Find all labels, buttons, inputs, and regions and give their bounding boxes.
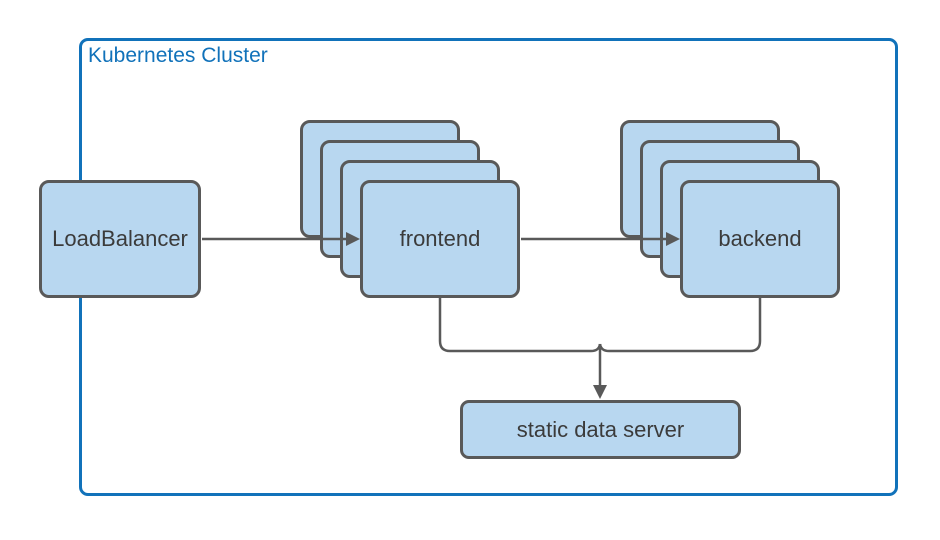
node-backend-label: backend xyxy=(718,226,802,251)
cluster-title-label: Kubernetes Cluster xyxy=(88,44,268,67)
node-frontend-label: frontend xyxy=(399,226,481,251)
node-static-data-server: static data server xyxy=(460,400,741,459)
node-static-data-server-label: static data server xyxy=(516,416,685,442)
node-frontend: frontend xyxy=(360,180,520,298)
node-load-balancer: LoadBalancer xyxy=(39,180,201,298)
node-backend: backend xyxy=(680,180,840,298)
node-load-balancer-label: LoadBalancer xyxy=(52,226,188,251)
